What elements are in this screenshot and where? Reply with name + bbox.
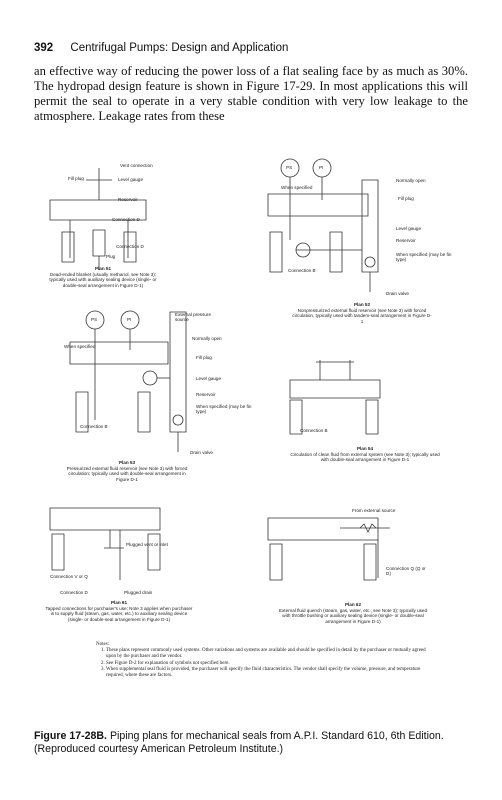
body-paragraph: an effective way of reducing the power l… [34,64,468,124]
plan-52-caption: Plan 52 Nonpressurized external fluid re… [292,302,432,324]
figure-caption-text: Piping plans for mechanical seals from A… [34,730,444,755]
p52-reservoir-label: Reservoir [396,238,416,243]
p61-plugged-drain-label: Plugged drain [124,590,153,595]
p61-connection-d-label: Connection D [60,590,88,595]
p53-level-gauge-label: Level gauge [196,376,222,381]
p52-level-gauge-label: Level gauge [396,226,422,231]
plan-62-title: Plan 62 [344,602,362,607]
p52-ps-label: PS [286,165,293,170]
plan-51-title: Plan 51 [94,266,112,271]
note-item: When supplemental seal fluid is provided… [106,667,434,679]
p61-plugged-vent-label: Plugged vent or inlet [126,542,168,547]
p52-when-specified-fin-label: When specified (may be fin type) [396,252,452,262]
p52-when-specified-label: When specified [281,185,313,190]
running-title: Centrifugal Pumps: Design and Applicatio… [70,42,289,54]
page-number: 392 [34,42,54,54]
p51-fill-plug-label: Fill plug [68,176,84,181]
plan-54-description: Circulation of clean fluid from external… [290,451,440,463]
notes-heading: Notes: [96,642,110,647]
notes-block: Notes: These plans represent commonly us… [96,642,434,679]
figure-label: Figure 17-28B. [34,730,108,742]
p53-reservoir-label: Reservoir [196,392,216,397]
p52-drain-valve-label: Drain valve [386,291,409,296]
plan-51-description: Dead-ended blanket (usually methanol, se… [49,271,157,288]
plan-51-caption: Plan 51 Dead-ended blanket (usually meth… [46,266,160,288]
p52-pi-label: PI [319,165,324,170]
plan-62-description: External fluid quench (steam, gas, water… [278,607,428,624]
p51-plug-label: Plug [106,254,116,259]
p53-pi-label: PI [127,317,132,322]
p52-fill-plug-label: Fill plug [398,196,414,201]
plan-51-drawing [50,168,146,270]
plan-61-description: Tapped connections for purchaser's use; … [45,605,193,622]
p53-connection-b-label: Connection B [80,424,108,429]
plan-61-drawing [50,508,160,580]
p53-fill-plug-label: Fill plug [196,355,212,360]
plan-52-drawing [268,159,378,292]
p53-when-specified-fin-label: When specified (may be fin type) [196,404,252,414]
p53-when-specified-label: When specified [64,344,96,349]
plan-62-caption: Plan 62 External fluid quench (steam, ga… [278,602,428,624]
plan-62-drawing [268,518,390,580]
p51-connection-d-label-2: Connection D [116,244,144,249]
p53-normally-open-label: Normally open [192,336,222,341]
figure-caption: Figure 17-28B. Piping plans for mechanic… [34,730,464,756]
p51-reservoir-label: Reservoir [118,197,138,202]
plan-54-caption: Plan 54 Circulation of clean fluid from … [290,446,440,463]
plan-53-caption: Plan 53 Pressurized external fluid reser… [62,460,192,482]
note-item: These plans represent commonly used syst… [106,648,434,660]
plan-53-drawing [70,311,186,452]
p62-connection-q-label: Connection Q (Q or D) [386,566,426,576]
p53-external-pressure-label: External pressure source [175,312,212,322]
plan-53-title: Plan 53 [118,460,136,465]
p51-connection-d-label-1: Connection D [112,217,140,222]
plan-61-title: Plan 61 [110,600,128,605]
p61-connection-v-q-label: Connection V or Q [50,574,88,579]
plan-61-caption: Plan 61 Tapped connections for purchaser… [44,600,194,622]
plan-54-drawing [290,360,380,434]
p51-vent-connection-label: Vent connection [120,163,153,168]
plan-52-title: Plan 52 [353,302,371,307]
p53-drain-valve-label: Drain valve [190,450,213,455]
p62-external-source-label: From external source [352,508,396,513]
p52-normally-open-label: Normally open [396,178,426,183]
running-header: 392 Centrifugal Pumps: Design and Applic… [34,42,288,54]
p54-connection-b-label: Connection B [300,428,328,433]
plan-53-description: Pressurized external fluid reservoir (se… [66,465,188,482]
p52-connection-b-label: Connection B [288,268,316,273]
plan-52-description: Nonpressurized external fluid reservoir … [292,307,432,324]
p53-ps-label: PS [91,317,98,322]
p51-level-gauge-label: Level gauge [118,177,144,182]
body-text: an effective way of reducing the power l… [34,64,468,123]
plan-54-title: Plan 54 [356,446,374,451]
note-item: See Figure D-2 for explanation of symbol… [106,661,434,667]
notes-list: These plans represent commonly used syst… [96,648,434,679]
